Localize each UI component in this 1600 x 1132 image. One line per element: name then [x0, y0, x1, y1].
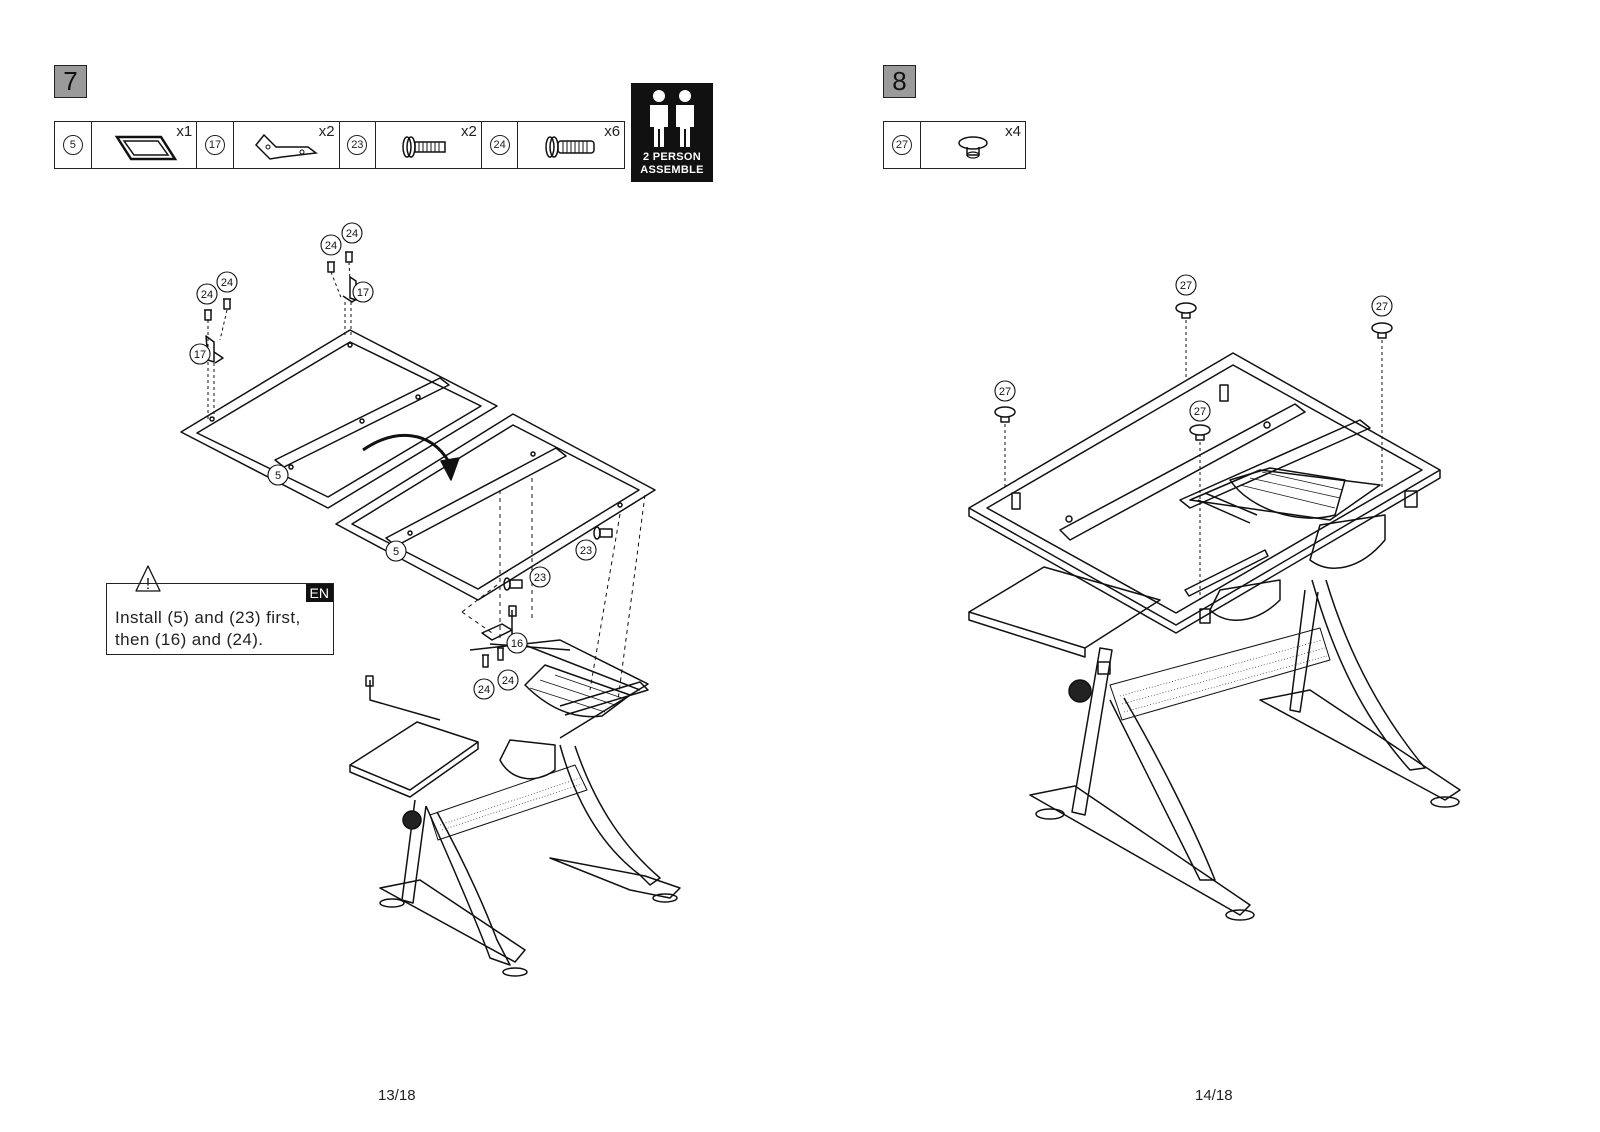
- callout-label: 23: [534, 572, 546, 584]
- callout-circle: [994, 380, 1016, 402]
- callout-circle: [497, 669, 519, 691]
- panel-frame-icon: [114, 135, 178, 161]
- callout-circle: [341, 222, 363, 244]
- callout-circle: [1175, 274, 1197, 296]
- badge-line2: ASSEMBLE: [640, 164, 704, 176]
- part-cell-27: x4: [921, 122, 1025, 168]
- badge-line1: 2 PERSON: [642, 151, 702, 163]
- bolts-23: [503, 526, 613, 591]
- part-id: 5: [62, 135, 83, 155]
- two-person-icon: [650, 90, 694, 147]
- part-id-cell: 27: [884, 122, 921, 168]
- callout-label: 5: [393, 546, 399, 558]
- callout-label: 23: [580, 545, 592, 557]
- bolt-icon: [402, 136, 447, 158]
- two-person-badge: 2 PERSON ASSEMBLE: [631, 83, 713, 182]
- callout-circle: [473, 678, 495, 700]
- callout-label: 24: [221, 277, 233, 289]
- part-qty: x4: [1005, 123, 1021, 140]
- page-number-left: 13/18: [378, 1087, 416, 1104]
- part-id-cell: 23: [340, 122, 377, 168]
- warning-note: EN Install (5) and (23) first, then (16)…: [106, 583, 334, 655]
- callout-circle: [1189, 400, 1211, 422]
- language-tag: EN: [305, 584, 333, 602]
- callout-circle: [320, 234, 342, 256]
- callout-label: 24: [201, 289, 213, 301]
- foot-cap-icon: [958, 136, 988, 159]
- callout-circle: [352, 281, 374, 303]
- warning-line-1: Install (5) and (23) first,: [115, 608, 301, 627]
- warning-line-2: then (16) and (24).: [115, 630, 264, 649]
- rotate-arrow-icon: [362, 433, 451, 463]
- parts-table-step7: 5 x1 17 x2 23 x2 24 x6: [54, 121, 625, 169]
- callout-label: 24: [346, 228, 358, 240]
- callout-label: 17: [194, 349, 206, 361]
- part-id: 24: [489, 135, 510, 155]
- callout-label: 17: [357, 287, 369, 299]
- part-cell-17: x2: [234, 122, 340, 168]
- part-cell-24: x6: [518, 122, 624, 168]
- callout-label: 27: [1194, 406, 1206, 418]
- parts-table-step8: 27 x4: [883, 121, 1026, 169]
- rotate-arrow-head-icon: [440, 457, 460, 481]
- part-id: 23: [347, 135, 368, 155]
- callout-label: 27: [999, 386, 1011, 398]
- screw-icon: [545, 136, 595, 158]
- callout-label: 24: [502, 675, 514, 687]
- part-id-cell: 17: [197, 122, 234, 168]
- part-qty: x6: [604, 123, 621, 140]
- callout-circle: [385, 540, 407, 562]
- top-frame-upside-down: [180, 329, 498, 509]
- callout-label: 24: [478, 684, 490, 696]
- part-id: 27: [892, 135, 912, 155]
- part-cell-23: x2: [376, 122, 482, 168]
- part-cell-5: x1: [92, 122, 198, 168]
- warning-exclamation-icon: !: [146, 576, 150, 593]
- part-qty: x2: [318, 123, 335, 140]
- callout-label: 24: [325, 240, 337, 252]
- cap-guide-lines: [1004, 320, 1383, 600]
- callout-circle: [575, 539, 597, 561]
- callout-circle: [196, 283, 218, 305]
- page-number-right: 14/18: [1195, 1087, 1233, 1104]
- callout-circle: [529, 566, 551, 588]
- callout-label: 27: [1180, 280, 1192, 292]
- step-number-7: 7: [54, 65, 87, 98]
- frame-guide-lines: [461, 478, 646, 701]
- warning-triangle-icon: [135, 565, 161, 592]
- step-number-8: 8: [883, 65, 916, 98]
- callout-circle: [216, 271, 238, 293]
- callout-circle: [267, 464, 289, 486]
- callout-circle: [189, 343, 211, 365]
- part-id-cell: 24: [482, 122, 519, 168]
- callout-circle: [506, 632, 528, 654]
- callout-circle: [1371, 295, 1393, 317]
- foot-caps-27: [994, 302, 1393, 441]
- desk-assembly-step8: [968, 352, 1461, 921]
- part-id: 17: [205, 135, 226, 155]
- callout-label: 16: [511, 638, 523, 650]
- part-id-cell: 5: [55, 122, 92, 168]
- top-frame-flipped: [335, 413, 656, 601]
- bracket-16: [481, 623, 513, 668]
- callout-label: 27: [1376, 301, 1388, 313]
- part-qty: x1: [176, 123, 193, 140]
- part-qty: x2: [460, 123, 477, 140]
- callout-label: 5: [275, 470, 281, 482]
- l-bracket-icon: [255, 133, 319, 160]
- screw-guide-lines: [207, 261, 352, 420]
- desk-base-step7: [349, 605, 681, 977]
